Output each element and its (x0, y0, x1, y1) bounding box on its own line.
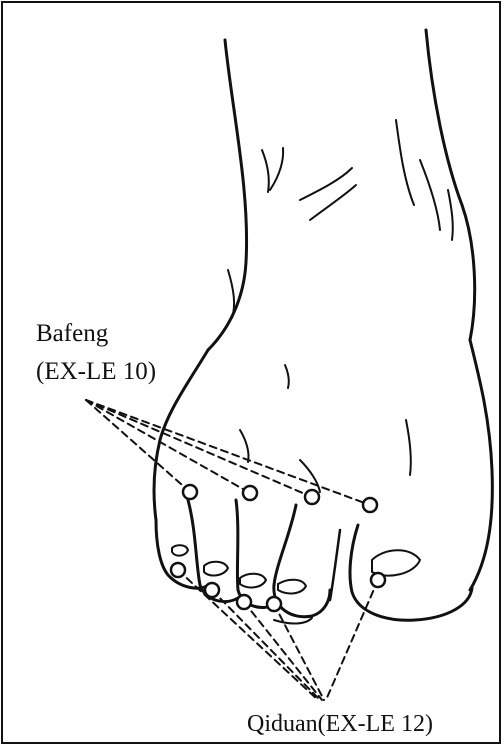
toe-3 (236, 500, 276, 608)
bafeng-point-2 (243, 486, 257, 500)
qiduan-point-5 (371, 573, 385, 587)
bafeng-leaders (86, 400, 370, 505)
instep-right (470, 340, 492, 590)
qiduan-point-3 (237, 595, 251, 609)
bafeng-point-4 (363, 498, 377, 512)
bafeng-point-3 (305, 490, 319, 504)
leg-left-outline (208, 40, 247, 350)
qiduan-point-1 (171, 563, 185, 577)
qiduan-point-4 (267, 597, 281, 611)
bafeng-code-label: (EX-LE 10) (36, 359, 156, 384)
leg-right-outline (426, 30, 475, 340)
big-toe (350, 525, 472, 620)
qiduan-point-2 (205, 583, 219, 597)
qiduan-label: Qiduan(EX-LE 12) (247, 712, 433, 736)
bafeng-points (183, 485, 377, 512)
bafeng-point-1 (183, 485, 197, 499)
bafeng-label: Bafeng (36, 321, 108, 346)
toe-2 (274, 505, 330, 617)
